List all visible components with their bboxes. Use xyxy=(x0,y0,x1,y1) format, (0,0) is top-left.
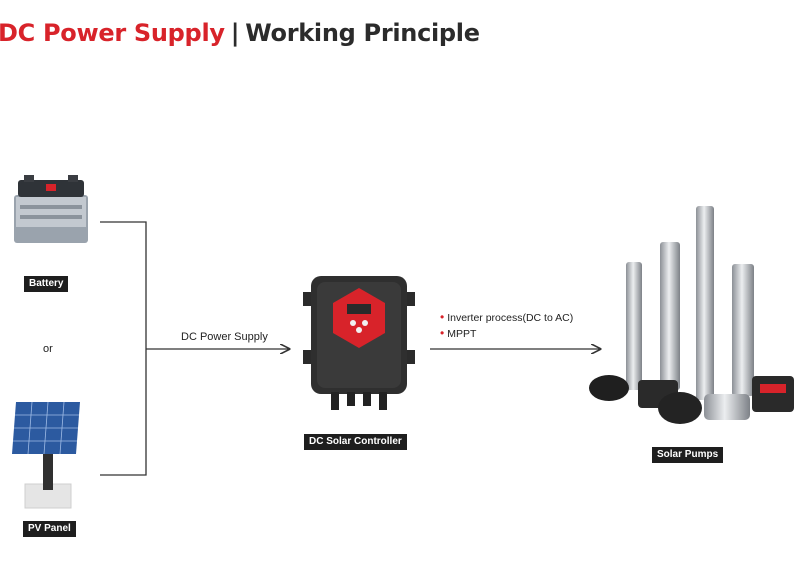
bullet-dot-icon: • xyxy=(440,310,445,324)
page-title: DC Power Supply|Working Principle xyxy=(0,19,480,47)
battery-label: Battery xyxy=(24,276,69,292)
process-item: •Inverter process(DC to AC) xyxy=(440,310,573,326)
controller-label: DC Solar Controller xyxy=(304,434,407,450)
bullet-dot-icon: • xyxy=(440,326,445,340)
title-separator: | xyxy=(230,19,240,47)
pv-line xyxy=(100,349,147,476)
process-item-text: MPPT xyxy=(447,328,477,340)
solar-panel-icon xyxy=(12,402,80,509)
battery-line xyxy=(100,221,147,349)
or-text: or xyxy=(43,343,53,355)
controller-icon xyxy=(303,276,415,410)
battery-icon xyxy=(14,175,88,243)
pv-panel-label: PV Panel xyxy=(23,521,76,537)
title-part2: Working Principle xyxy=(245,19,480,47)
process-item-text: Inverter process(DC to AC) xyxy=(447,312,574,324)
title-part1: DC Power Supply xyxy=(0,19,225,47)
solar-pumps-label: Solar Pumps xyxy=(652,447,724,463)
process-list: •Inverter process(DC to AC) •MPPT xyxy=(440,310,573,342)
process-item: •MPPT xyxy=(440,326,573,342)
dc-power-supply-label: DC Power Supply xyxy=(181,331,268,343)
pumps-icon xyxy=(589,206,794,424)
